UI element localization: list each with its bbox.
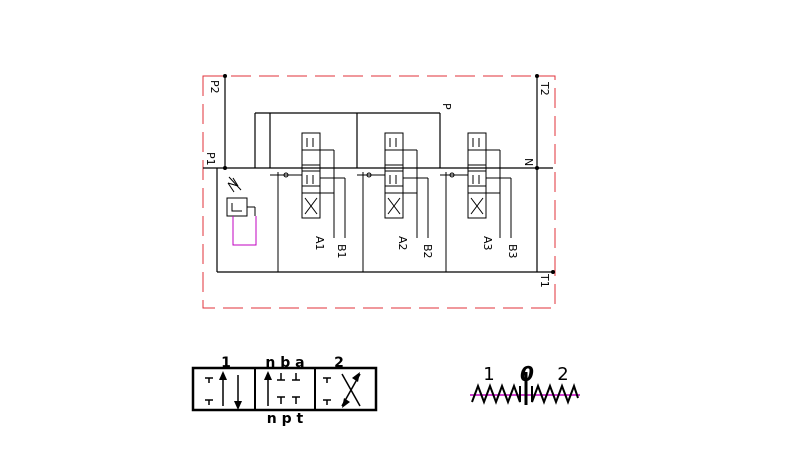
section-label-b1: B1 — [335, 244, 348, 259]
pilot-drain-line — [232, 216, 257, 246]
main-lines — [203, 76, 553, 273]
section-label-a3: A3 — [481, 236, 494, 251]
spool-pos2-label: 2 — [334, 355, 344, 371]
spool-bottom-ports: n p t — [267, 411, 304, 427]
section-label-b3: B3 — [506, 244, 519, 259]
port-label-p: P — [440, 103, 453, 110]
spool-legend: 1 n b a 2 n p t — [191, 355, 378, 427]
check-valve-1 — [283, 172, 289, 178]
relief-valve — [226, 176, 256, 217]
port-label-n: N — [522, 158, 535, 166]
port-label-p2: P2 — [208, 80, 221, 94]
detent-pos0-label: 0 — [520, 362, 534, 386]
check-valve-3 — [449, 172, 455, 178]
section-label-a2: A2 — [396, 236, 409, 251]
valve-section-2 — [357, 132, 429, 272]
junction-dots — [223, 74, 555, 274]
section-label-a1: A1 — [313, 236, 326, 251]
spool-top-ports: n b a — [265, 355, 304, 371]
check-valve-2 — [366, 172, 372, 178]
valve-section-1 — [270, 132, 346, 272]
port-label-p1: P1 — [204, 152, 217, 166]
spool-pos1-label: 1 — [221, 355, 231, 371]
port-label-t2: T2 — [538, 81, 551, 96]
section-label-b2: B2 — [421, 244, 434, 259]
detent-pos2-label: 2 — [557, 364, 568, 385]
boundary-frame — [202, 75, 556, 309]
detent-pos1-label: 1 — [483, 364, 494, 385]
valve-section-3 — [440, 132, 512, 272]
detent-legend: 1 0 2 — [470, 362, 580, 405]
spring-right — [531, 383, 579, 405]
port-label-t1: T1 — [538, 273, 551, 288]
spring-left — [471, 383, 521, 405]
